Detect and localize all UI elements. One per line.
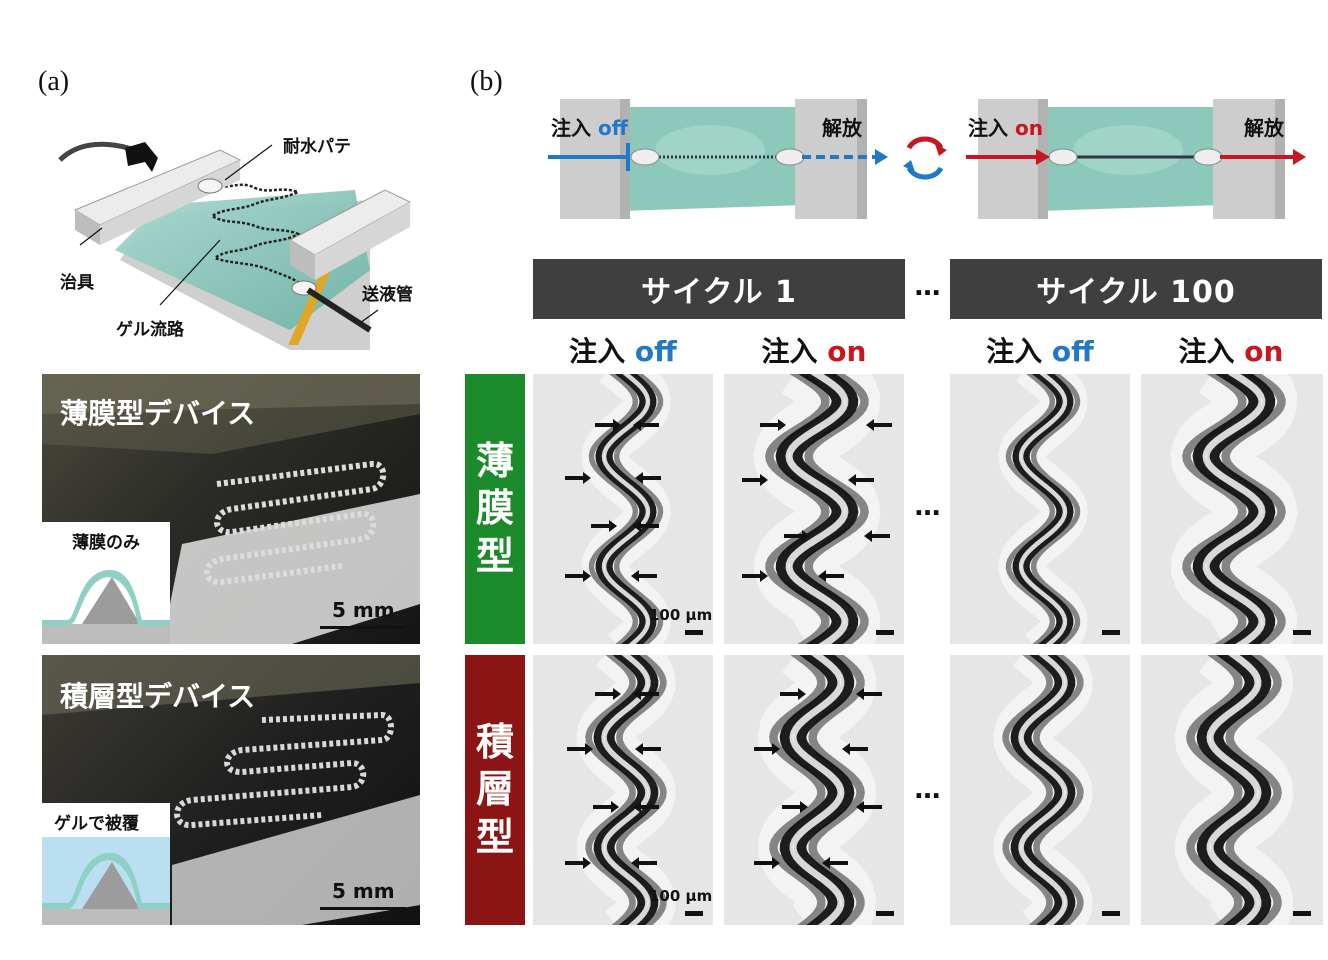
- col-header-3: 注入 off: [986, 335, 1094, 368]
- cycle-1-bar: サイクル 1: [533, 259, 905, 319]
- micrograph-thin-cycle1-off: 100 µm: [533, 374, 713, 644]
- micrograph-laminate-cycle1-off: 100 µm: [533, 655, 713, 925]
- micrograph-thin-cycle100-on: [1141, 374, 1323, 644]
- photo-laminate-title: 積層型デバイス: [60, 680, 256, 713]
- micrograph-thin-cycle1-on: [724, 374, 904, 644]
- scale-label-row1: 100 µm: [649, 606, 713, 624]
- row-ellipsis-1: …: [914, 492, 941, 522]
- photo-thin-title: 薄膜型デバイス: [60, 397, 256, 430]
- device-off-diagram: [548, 99, 888, 219]
- row-ellipsis-2: …: [914, 775, 941, 805]
- photo-thin-device: 薄膜型デバイス 薄膜のみ 5 mm: [42, 374, 420, 644]
- thin-scale-text: 5 mm: [332, 598, 395, 622]
- top-left-inject: 注入 off: [551, 116, 628, 140]
- micrograph-laminate-cycle100-off: [950, 655, 1130, 925]
- device-schematic: [58, 141, 412, 350]
- thin-scale-bar: [320, 626, 406, 629]
- laminate-inset: ゲルで被覆: [42, 803, 170, 925]
- scale-label-row2: 100 µm: [649, 887, 713, 905]
- col-header-1: 注入 off: [569, 335, 677, 368]
- cycle-arrows-icon: [903, 136, 947, 180]
- laminate-scale-bar: [320, 907, 406, 910]
- laminate-inset-label: ゲルで被覆: [54, 814, 139, 834]
- top-right-release: 解放: [1244, 116, 1284, 140]
- device-on-diagram: [966, 99, 1306, 219]
- cycle-ellipsis: …: [914, 272, 941, 302]
- label-tube: 送液管: [362, 285, 413, 305]
- col-header-4: 注入 on: [1178, 335, 1284, 368]
- row-label-laminate: 積層型: [465, 655, 525, 925]
- top-right-inject: 注入 on: [968, 116, 1043, 140]
- row-label-thin: 薄膜型: [465, 374, 525, 644]
- photo-laminate-device: 積層型デバイス ゲルで被覆 5 mm: [42, 655, 420, 925]
- laminate-scale-text: 5 mm: [332, 879, 395, 903]
- label-jig: 治具: [60, 273, 94, 293]
- label-putty: 耐水パテ: [283, 137, 351, 157]
- top-left-release: 解放: [822, 116, 862, 140]
- micrograph-laminate-cycle100-on: [1141, 655, 1323, 925]
- label-gel-channel: ゲル流路: [116, 320, 184, 340]
- thin-inset-label: 薄膜のみ: [72, 533, 140, 553]
- micrograph-thin-cycle100-off: [950, 374, 1130, 644]
- panel-a-label: (a): [38, 66, 70, 97]
- micrograph-laminate-cycle1-on: [724, 655, 904, 925]
- thin-inset: 薄膜のみ: [42, 522, 170, 644]
- cycle-100-bar: サイクル 100: [950, 259, 1322, 319]
- panel-b-label: (b): [470, 66, 503, 97]
- col-header-2: 注入 on: [761, 335, 867, 368]
